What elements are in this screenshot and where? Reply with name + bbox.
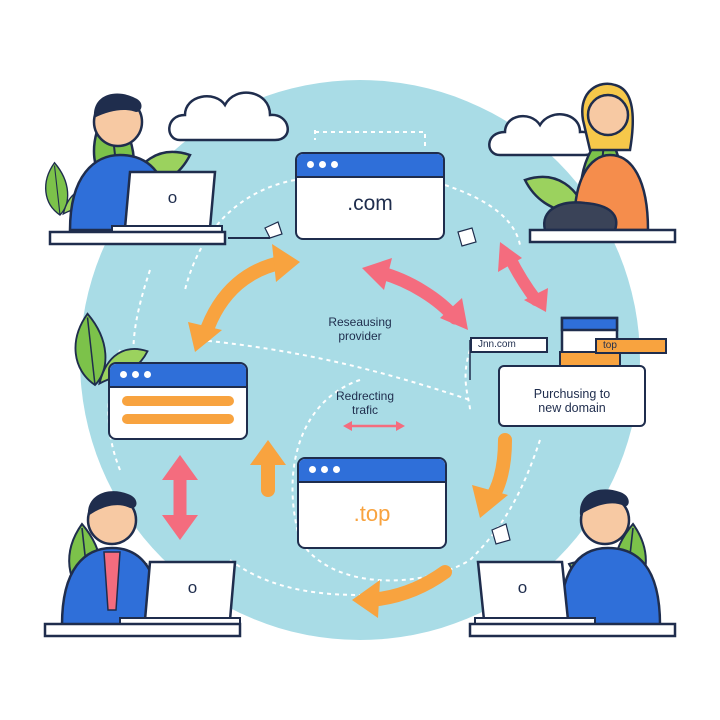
window-dot-icon <box>309 466 316 473</box>
orange-arrow-bottom <box>352 565 452 618</box>
content-bar <box>122 414 234 424</box>
person-top-right <box>542 82 650 232</box>
desk <box>48 230 227 246</box>
domain-tag: Jnn.com <box>470 337 548 353</box>
window-dot-icon <box>144 371 151 378</box>
desk <box>528 228 677 244</box>
desk <box>468 622 677 638</box>
window-titlebar <box>297 154 443 178</box>
laptop-top-left <box>111 170 223 233</box>
pink-arrow-thin <box>343 421 405 431</box>
laptop-bottom-left <box>119 560 241 625</box>
window-dot-icon <box>132 371 139 378</box>
pink-arrow-top-middle <box>362 258 468 330</box>
com-domain-window: .com <box>295 152 445 240</box>
window-dot-icon <box>319 161 326 168</box>
laptop-screen-icon: o <box>517 578 528 597</box>
purchase-label: Purchusing to new domain <box>533 387 611 416</box>
window-dot-icon <box>120 371 127 378</box>
purchase-card: Purchusing to new domain <box>498 365 646 427</box>
orange-arrow-right-down <box>472 433 512 518</box>
person-bottom-right <box>558 489 662 627</box>
provider-label: Reseausing provider <box>328 315 392 343</box>
cloud-icon <box>488 113 597 157</box>
window-titlebar <box>299 459 445 483</box>
orange-arrow-upper-left <box>188 244 300 352</box>
top-tag: top <box>595 338 667 354</box>
window-dot-icon <box>307 161 314 168</box>
window-titlebar <box>110 364 246 388</box>
laptop-screen-icon: o <box>167 188 178 207</box>
window-dot-icon <box>331 161 338 168</box>
paper-icon <box>491 523 511 545</box>
cloud-icon <box>168 91 289 142</box>
orange-arrow-up <box>250 440 286 497</box>
top-domain-window: .top <box>297 457 447 549</box>
paper-icon <box>264 221 283 239</box>
pink-arrow-left-vertical <box>162 455 198 540</box>
desk <box>43 622 242 638</box>
window-dot-icon <box>321 466 328 473</box>
top-domain-label: .top <box>353 501 391 526</box>
person-bottom-left <box>60 491 162 627</box>
pink-arrow-right <box>498 242 548 312</box>
redirect-label: Redrecting trafic <box>335 389 395 417</box>
paper-icon <box>457 227 477 247</box>
content-bar <box>122 396 234 406</box>
laptop-screen-icon: o <box>187 578 198 597</box>
com-domain-label: .com <box>347 192 393 215</box>
provider-window <box>108 362 248 440</box>
window-dot-icon <box>333 466 340 473</box>
